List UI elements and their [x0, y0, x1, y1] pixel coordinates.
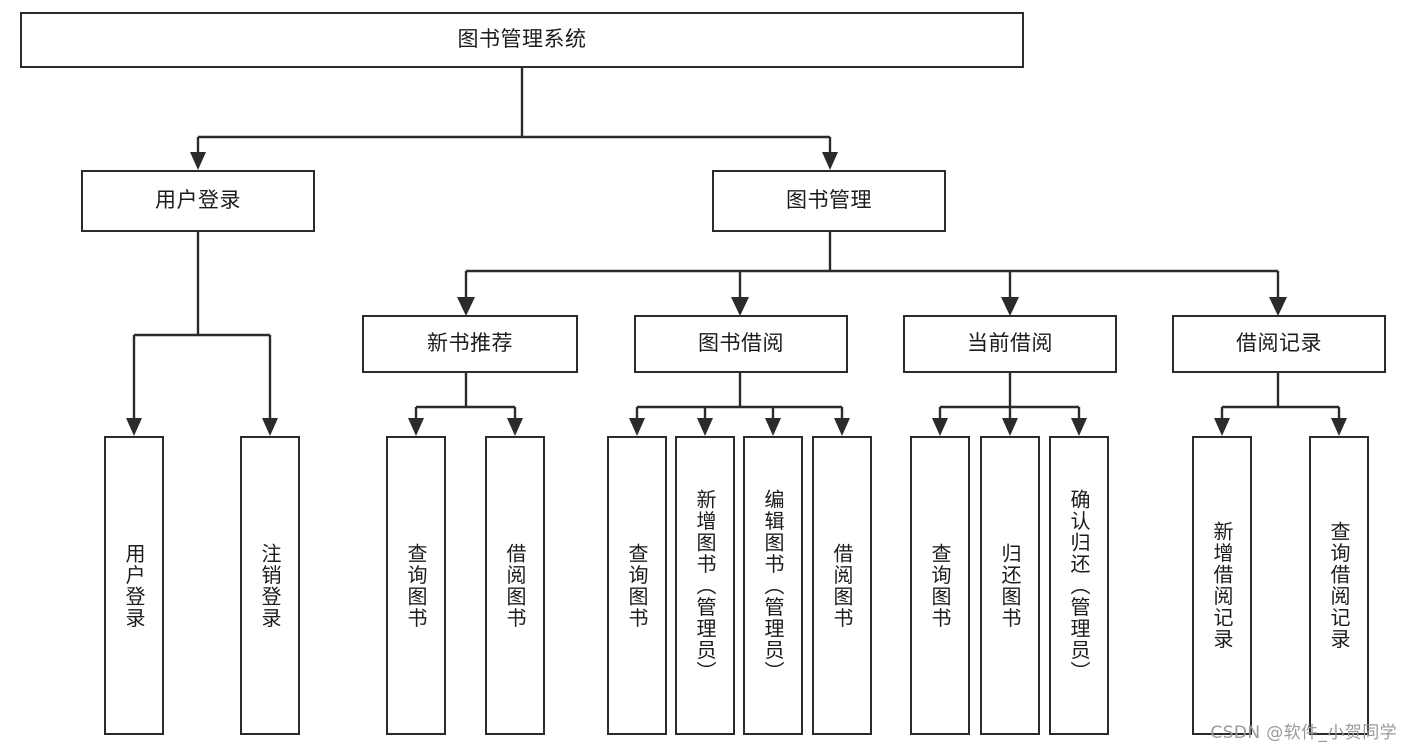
arrow-root-to-userlogin: [190, 152, 206, 170]
arrow-root-to-bookmgmt: [822, 152, 838, 170]
leaf-new-book-query-label: 查询图书: [404, 542, 428, 629]
arrow-current-leaf-3: [1071, 418, 1087, 436]
leaf-book-borrow-edit-label: 编辑图书（管理员）: [761, 488, 785, 683]
leaf-book-borrow-edit[interactable]: 编辑图书（管理员）: [743, 436, 803, 735]
leaf-book-borrow-borrow[interactable]: 借阅图书: [812, 436, 872, 735]
leaf-current-borrow-query-label: 查询图书: [928, 542, 952, 629]
node-root-system[interactable]: 图书管理系统: [20, 12, 1024, 68]
arrow-record-leaf-1: [1214, 418, 1230, 436]
leaf-book-borrow-query-label: 查询图书: [625, 542, 649, 629]
node-current-borrow[interactable]: 当前借阅: [903, 315, 1117, 373]
node-current-borrow-label: 当前借阅: [967, 331, 1053, 356]
node-borrow-record[interactable]: 借阅记录: [1172, 315, 1386, 373]
leaf-book-borrow-add[interactable]: 新增图书（管理员）: [675, 436, 735, 735]
node-book-management[interactable]: 图书管理: [712, 170, 946, 232]
node-user-login[interactable]: 用户登录: [81, 170, 315, 232]
leaf-new-book-borrow-label: 借阅图书: [503, 542, 527, 629]
arrow-newbook-leaf-2: [507, 418, 523, 436]
leaf-book-borrow-borrow-label: 借阅图书: [830, 542, 854, 629]
csdn-watermark: CSDN @软件_小贺同学: [1210, 723, 1397, 743]
node-book-borrow[interactable]: 图书借阅: [634, 315, 848, 373]
leaf-current-borrow-confirm[interactable]: 确认归还（管理员）: [1049, 436, 1109, 735]
arrow-record-leaf-2: [1331, 418, 1347, 436]
leaf-user-login-login-label: 用户登录: [122, 542, 146, 629]
leaf-user-login-logout[interactable]: 注销登录: [240, 436, 300, 735]
leaf-new-book-borrow[interactable]: 借阅图书: [485, 436, 545, 735]
node-new-book-recommend-label: 新书推荐: [427, 331, 513, 356]
node-root-system-label: 图书管理系统: [457, 27, 587, 52]
arrow-bookmgmt-child-4: [1269, 297, 1287, 316]
leaf-borrow-record-add[interactable]: 新增借阅记录: [1192, 436, 1252, 735]
node-new-book-recommend[interactable]: 新书推荐: [362, 315, 578, 373]
arrow-borrow-leaf-2: [697, 418, 713, 436]
arrow-current-leaf-2: [1002, 418, 1018, 436]
leaf-new-book-query[interactable]: 查询图书: [386, 436, 446, 735]
leaf-current-borrow-confirm-label: 确认归还（管理员）: [1067, 488, 1091, 683]
leaf-borrow-record-add-label: 新增借阅记录: [1210, 521, 1234, 650]
node-book-management-label: 图书管理: [786, 188, 872, 213]
node-borrow-record-label: 借阅记录: [1236, 331, 1322, 356]
leaf-book-borrow-add-label: 新增图书（管理员）: [693, 488, 717, 683]
node-user-login-label: 用户登录: [155, 188, 241, 213]
leaf-current-borrow-return-label: 归还图书: [998, 542, 1022, 629]
arrow-borrow-leaf-3: [765, 418, 781, 436]
leaf-current-borrow-query[interactable]: 查询图书: [910, 436, 970, 735]
arrow-newbook-leaf-1: [408, 418, 424, 436]
node-book-borrow-label: 图书借阅: [698, 331, 784, 356]
arrow-current-leaf-1: [932, 418, 948, 436]
leaf-current-borrow-return[interactable]: 归还图书: [980, 436, 1040, 735]
arrow-userlogin-leaf-1: [126, 418, 142, 436]
arrow-bookmgmt-child-1: [457, 297, 475, 316]
leaf-user-login-logout-label: 注销登录: [258, 542, 282, 629]
arrow-bookmgmt-child-2: [731, 297, 749, 316]
leaf-user-login-login[interactable]: 用户登录: [104, 436, 164, 735]
leaf-borrow-record-query[interactable]: 查询借阅记录: [1309, 436, 1369, 735]
arrow-borrow-leaf-1: [629, 418, 645, 436]
arrow-borrow-leaf-4: [834, 418, 850, 436]
leaf-borrow-record-query-label: 查询借阅记录: [1327, 521, 1351, 650]
leaf-book-borrow-query[interactable]: 查询图书: [607, 436, 667, 735]
arrow-bookmgmt-child-3: [1001, 297, 1019, 316]
arrow-userlogin-leaf-2: [262, 418, 278, 436]
